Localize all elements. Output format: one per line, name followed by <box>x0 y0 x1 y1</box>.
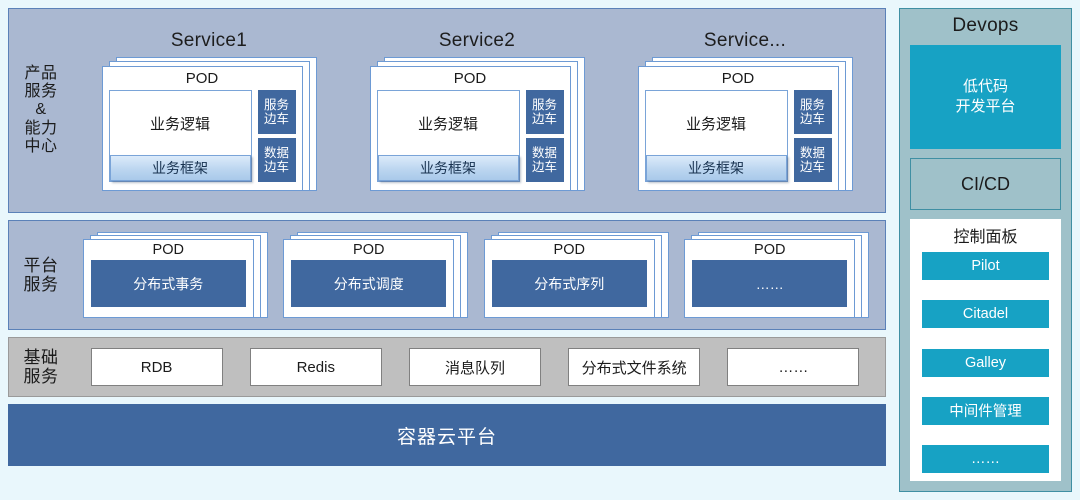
pod-main-container: 业务逻辑 业务框架 <box>376 90 520 182</box>
low-code-platform-line2: 开发平台 <box>955 98 1016 115</box>
pod-card[interactable]: POD 业务逻辑 业务框架 服务 边车 <box>101 66 303 191</box>
service-group: Service2 POD 业务逻辑 业务框架 <box>351 30 603 191</box>
pod-stack: POD 业务逻辑 业务框架 服务 边车 <box>369 57 585 191</box>
service-title: Service1 <box>170 30 248 51</box>
platform-pod-service-name: …… <box>692 260 848 307</box>
data-sidecar-line1: 数据 <box>263 146 289 160</box>
control-panel-item-galley[interactable]: Galley <box>922 348 1049 377</box>
pod-stack: POD 业务逻辑 业务框架 服务 边车 <box>101 57 317 191</box>
platform-pod-container: POD 分布式事务 POD 分布式调度 POD <box>73 221 885 329</box>
service-group: Service... POD 业务逻辑 业务框架 <box>619 30 871 191</box>
business-framework-bar: 业务框架 <box>645 155 787 181</box>
service-group-container: Service1 POD 业务逻辑 业务框架 <box>73 9 885 212</box>
control-panel-title: 控制面板 <box>953 229 1018 246</box>
pod-title: POD <box>453 70 487 87</box>
business-logic-box: 业务逻辑 <box>149 115 210 133</box>
pod-card[interactable]: POD 业务逻辑 业务框架 服务 边车 <box>637 66 839 191</box>
devops-panel: Devops 低代码 开发平台 CI/CD 控制面板 Pilot Citadel… <box>899 8 1072 492</box>
data-sidecar: 数据 边车 <box>525 138 564 182</box>
data-sidecar-line2: 边车 <box>263 160 289 174</box>
pod-card[interactable]: POD 业务逻辑 业务框架 服务 边车 <box>369 66 571 191</box>
data-sidecar: 数据 边车 <box>257 138 296 182</box>
service-sidecar: 服务 边车 <box>525 90 564 134</box>
control-panel-item-more[interactable]: …… <box>922 445 1049 473</box>
service-sidecar-line1: 服务 <box>799 98 825 112</box>
row-label-product-services: 产品服务&能力中心 <box>24 64 58 155</box>
pod-body: 业务逻辑 业务框架 服务 边车 数据 <box>108 90 296 182</box>
sidecar-column: 服务 边车 数据 边车 <box>793 90 832 182</box>
platform-pod-card[interactable]: POD …… <box>684 239 856 318</box>
data-sidecar: 数据 边车 <box>793 138 832 182</box>
service-sidecar-line2: 边车 <box>531 112 557 126</box>
data-sidecar-line2: 边车 <box>531 160 557 174</box>
sidecar-column: 服务 边车 数据 边车 <box>525 90 564 182</box>
control-panel-list: Pilot Citadel Galley 中间件管理 …… <box>922 252 1049 473</box>
cicd-box[interactable]: CI/CD <box>910 158 1061 210</box>
service-sidecar-line1: 服务 <box>531 98 557 112</box>
platform-pod-stack: POD 分布式事务 <box>82 232 268 318</box>
sidecar-column: 服务 边车 数据 边车 <box>257 90 296 182</box>
data-sidecar-line2: 边车 <box>799 160 825 174</box>
platform-pod-card[interactable]: POD 分布式序列 <box>483 239 655 318</box>
service-sidecar: 服务 边车 <box>257 90 296 134</box>
infrastructure-item[interactable]: 分布式文件系统 <box>568 348 701 386</box>
control-panel-item-pilot[interactable]: Pilot <box>922 252 1049 280</box>
platform-pod-title: POD <box>553 242 585 258</box>
container-cloud-platform-bar: 容器云平台 <box>8 404 886 466</box>
infrastructure-item[interactable]: Redis <box>249 348 382 386</box>
service-title: Service... <box>703 30 787 51</box>
infrastructure-item-container: RDB Redis 消息队列 分布式文件系统 …… <box>73 338 885 396</box>
devops-title: Devops <box>952 15 1019 36</box>
row-infrastructure-services: 基础服务 RDB Redis 消息队列 分布式文件系统 …… <box>8 337 886 397</box>
platform-pod-stack: POD 分布式序列 <box>483 232 669 318</box>
platform-pod-service-name: 分布式调度 <box>291 260 447 307</box>
data-sidecar-line1: 数据 <box>531 146 557 160</box>
pod-main-container: 业务逻辑 业务框架 <box>108 90 252 182</box>
data-sidecar-line1: 数据 <box>799 146 825 160</box>
platform-pod-title: POD <box>754 242 786 258</box>
service-sidecar-line2: 边车 <box>799 112 825 126</box>
platform-pod-card[interactable]: POD 分布式事务 <box>82 239 254 318</box>
low-code-platform-line1: 低代码 <box>962 77 1008 95</box>
control-panel-box: 控制面板 Pilot Citadel Galley 中间件管理 …… <box>910 219 1061 481</box>
main-architecture-column: 产品服务&能力中心 Service1 POD 业务逻辑 业务框架 <box>8 8 886 492</box>
low-code-platform-box[interactable]: 低代码 开发平台 <box>910 45 1061 149</box>
service-group: Service1 POD 业务逻辑 业务框架 <box>83 30 335 191</box>
control-panel-item-citadel[interactable]: Citadel <box>922 300 1049 329</box>
infrastructure-item[interactable]: RDB <box>90 348 223 386</box>
row-platform-services: 平台服务 POD 分布式事务 POD 分布式调度 <box>8 220 886 330</box>
platform-pod-stack: POD 分布式调度 <box>283 232 469 318</box>
infrastructure-item[interactable]: …… <box>727 348 860 386</box>
platform-pod-title: POD <box>353 242 385 258</box>
pod-body: 业务逻辑 业务框架 服务 边车 数据 <box>644 90 832 182</box>
service-sidecar-line2: 边车 <box>263 112 289 126</box>
business-framework-bar: 业务框架 <box>109 155 251 181</box>
platform-pod-service-name: 分布式事务 <box>90 260 246 307</box>
control-panel-item-middleware[interactable]: 中间件管理 <box>922 396 1049 425</box>
pod-body: 业务逻辑 业务框架 服务 边车 数据 <box>376 90 564 182</box>
platform-pod-stack: POD …… <box>684 232 870 318</box>
infrastructure-item[interactable]: 消息队列 <box>408 348 541 386</box>
business-logic-box: 业务逻辑 <box>685 115 746 133</box>
service-sidecar-line1: 服务 <box>263 98 289 112</box>
platform-pod-card[interactable]: POD 分布式调度 <box>283 239 455 318</box>
row-label-infrastructure: 基础服务 <box>23 347 59 386</box>
platform-pod-title: POD <box>152 242 184 258</box>
pod-title: POD <box>185 70 219 87</box>
business-framework-bar: 业务框架 <box>377 155 519 181</box>
service-sidecar: 服务 边车 <box>793 90 832 134</box>
pod-stack: POD 业务逻辑 业务框架 服务 边车 <box>637 57 853 191</box>
row-label-platform-services: 平台服务 <box>23 255 59 294</box>
pod-title: POD <box>721 70 755 87</box>
row-product-services: 产品服务&能力中心 Service1 POD 业务逻辑 业务框架 <box>8 8 886 213</box>
pod-main-container: 业务逻辑 业务框架 <box>644 90 788 182</box>
business-logic-box: 业务逻辑 <box>417 115 478 133</box>
service-title: Service2 <box>438 30 516 51</box>
platform-pod-service-name: 分布式序列 <box>491 260 647 307</box>
